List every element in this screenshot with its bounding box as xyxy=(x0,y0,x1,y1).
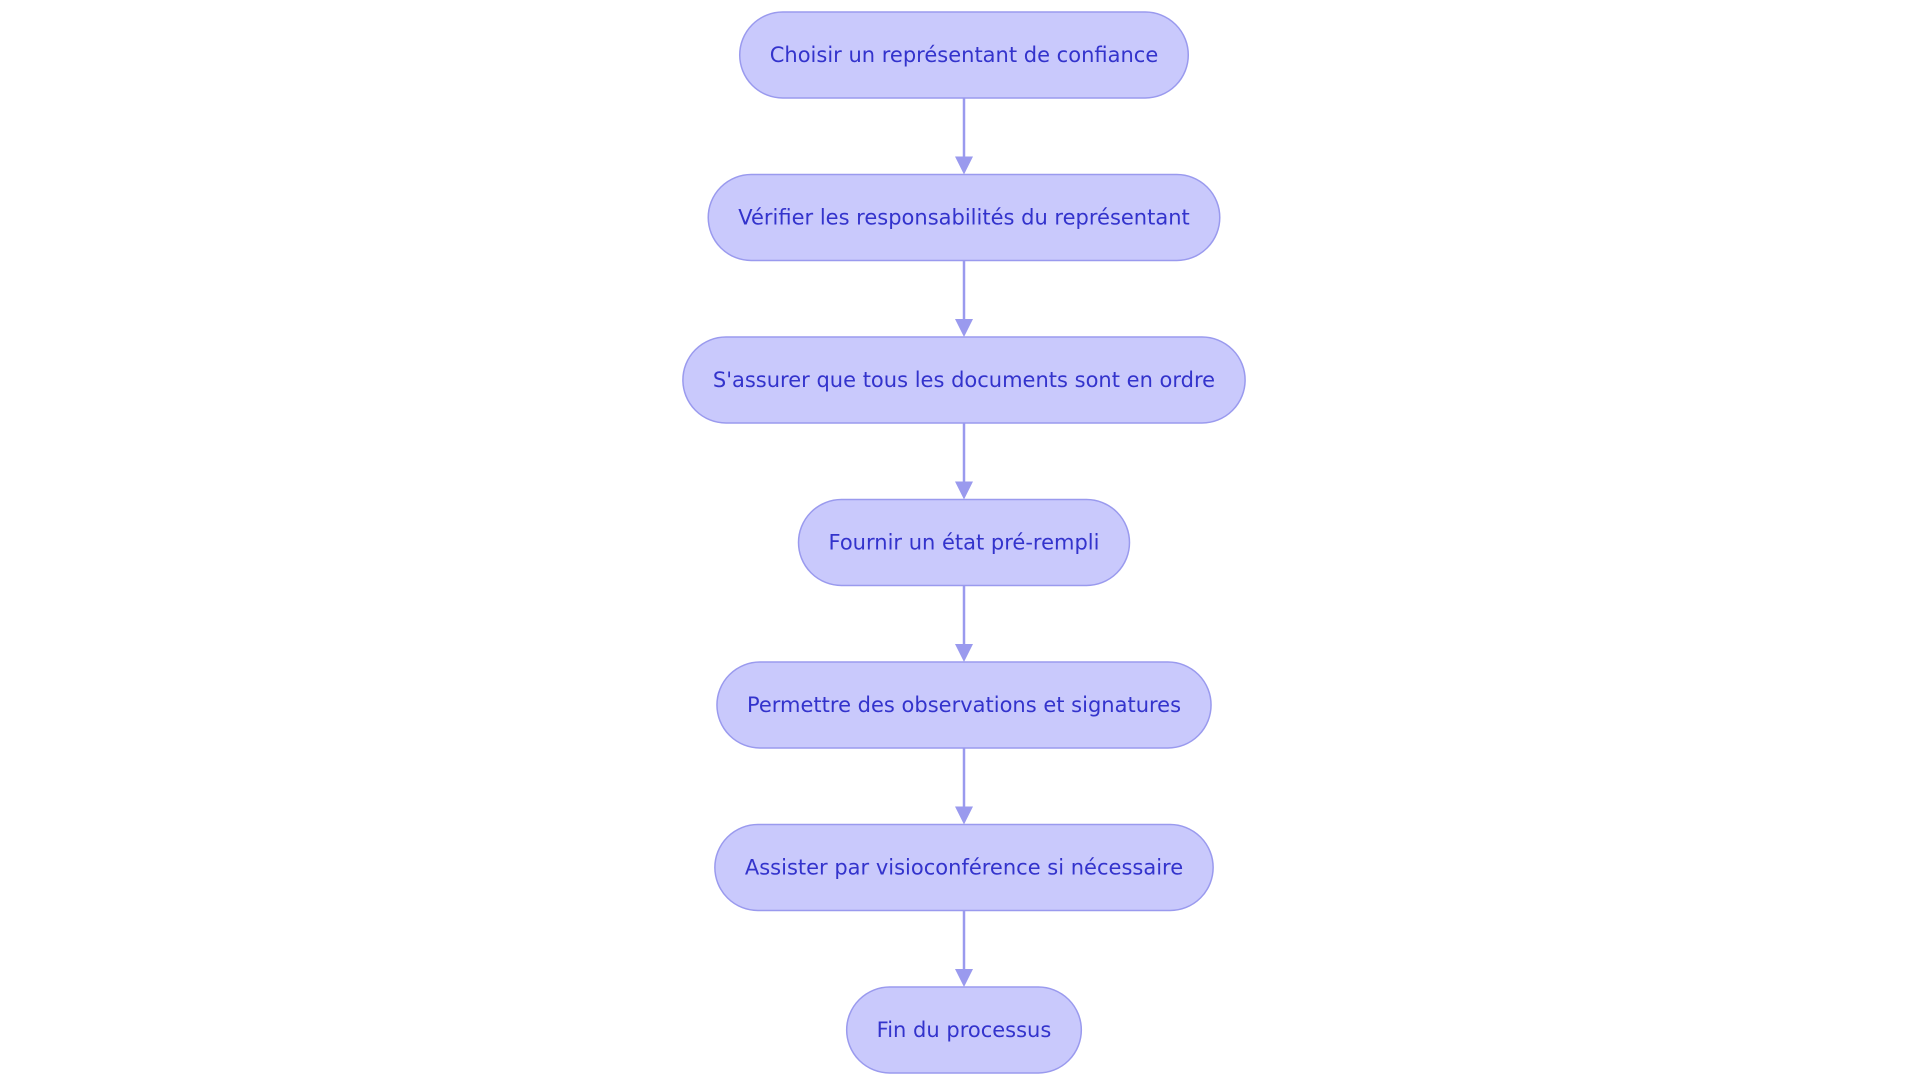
flow-arrow-1 xyxy=(955,98,973,175)
flow-node-label: Vérifier les responsabilités du représen… xyxy=(738,206,1190,230)
flow-node-shape xyxy=(797,498,1131,587)
flow-node-5: Permettre des observations et signatures xyxy=(716,661,1212,749)
flow-node-7: Fin du processus xyxy=(845,986,1083,1074)
arrowhead-icon xyxy=(955,319,973,337)
flowchart-edges xyxy=(955,98,973,987)
flow-node-shape xyxy=(716,661,1212,749)
arrowhead-icon xyxy=(955,644,973,662)
flow-arrow-3 xyxy=(955,423,973,500)
arrowhead-icon xyxy=(955,969,973,987)
flow-arrow-6 xyxy=(955,910,973,987)
flowchart-nodes: Choisir un représentant de confianceVéri… xyxy=(682,11,1246,1074)
arrowhead-icon xyxy=(955,806,973,825)
flow-node-2: Vérifier les responsabilités du représen… xyxy=(707,173,1221,262)
flow-node-1: Choisir un représentant de confiance xyxy=(738,11,1190,99)
flow-node-shape xyxy=(738,11,1190,99)
flow-node-label: Choisir un représentant de confiance xyxy=(770,43,1159,67)
flow-node-4: Fournir un état pré-rempli xyxy=(797,498,1131,587)
flow-node-label: Fournir un état pré-rempli xyxy=(829,531,1100,555)
arrowhead-icon xyxy=(955,481,973,500)
arrowhead-icon xyxy=(955,156,973,175)
flow-node-label: S'assurer que tous les documents sont en… xyxy=(713,368,1215,392)
flow-node-shape xyxy=(845,986,1083,1074)
flow-node-shape xyxy=(714,823,1214,912)
flow-node-label: Permettre des observations et signatures xyxy=(747,693,1181,717)
flow-node-shape xyxy=(682,336,1246,424)
flow-arrow-4 xyxy=(955,585,973,662)
flow-node-label: Fin du processus xyxy=(877,1018,1052,1042)
flow-arrow-2 xyxy=(955,260,973,337)
flow-node-label: Assister par visioconférence si nécessai… xyxy=(745,856,1183,880)
flow-node-3: S'assurer que tous les documents sont en… xyxy=(682,336,1246,424)
flow-arrow-5 xyxy=(955,748,973,825)
flow-node-6: Assister par visioconférence si nécessai… xyxy=(714,823,1214,912)
flow-node-shape xyxy=(707,173,1221,262)
